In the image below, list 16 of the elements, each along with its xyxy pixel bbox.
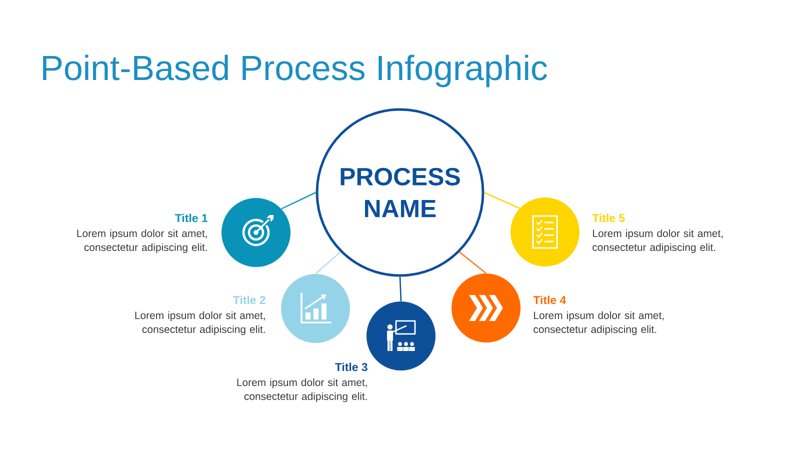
step-title: Title 4 [533,296,566,304]
connector-line [315,252,341,274]
title: Point-Based Process Infographic [43,54,548,88]
connector-line [399,276,402,302]
step-title: Title 2 [233,296,266,304]
step-description: Lorem ipsum dolor sit amet, consectetur adipiscing elit. [534,311,664,336]
step-description: Lorem ipsum dolor sit amet, consectetur adipiscing elit. [135,311,265,336]
connector-line [281,192,316,210]
connector-line [484,192,520,209]
step-description: Lorem ipsum dolor sit amet, consectetur adipiscing elit. [77,229,207,254]
step-title: Title 3 [335,362,368,372]
step-title: Title 1 [175,214,208,222]
step-description: Lorem ipsum dolor sit amet, consectetur adipiscing elit. [237,378,367,402]
step-title: Title 5 [592,214,625,222]
step-description: Lorem ipsum dolor sit amet, consectetur adipiscing elit. [592,229,723,254]
connector-line [459,252,486,274]
